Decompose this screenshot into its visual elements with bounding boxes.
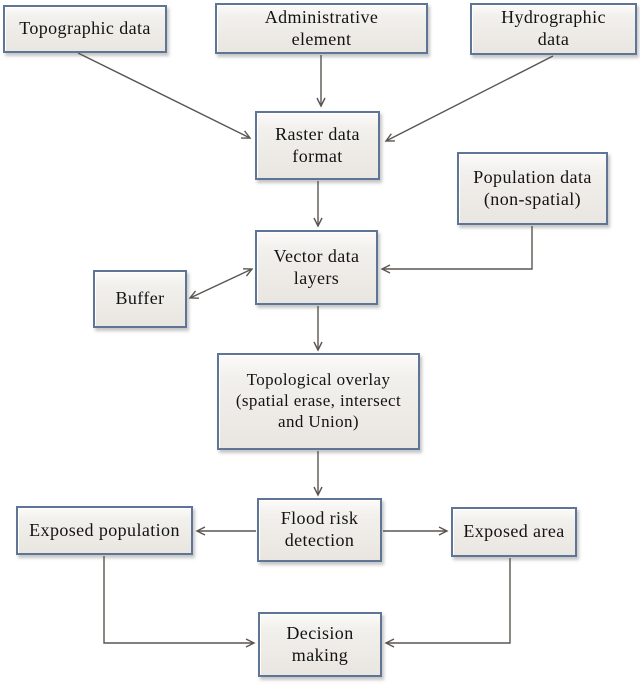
node-topological-overlay: Topological overlay (spatial erase, inte… (217, 353, 420, 450)
edge-hydrographic-to-raster (384, 55, 554, 142)
node-flood-risk-detection: Flood risk detection (257, 498, 382, 562)
edge-population-to-vector (380, 226, 533, 274)
node-exposed-area: Exposed area (451, 507, 577, 557)
edge-exposed-area-to-decision (384, 558, 511, 648)
node-buffer: Buffer (93, 270, 187, 328)
node-decision-making: Decision making (258, 612, 382, 677)
node-raster-data-format: Raster data format (255, 111, 380, 180)
node-vector-data-layers: Vector data layers (255, 230, 378, 305)
edge-topographic-to-raster (77, 52, 252, 139)
node-population-data: Population data (non-spatial) (457, 152, 608, 225)
edge-exposed-population-to-decision (103, 556, 256, 648)
node-exposed-population: Exposed population (16, 506, 193, 555)
edge-buffer-vector-double-arrow (188, 268, 254, 299)
node-administrative-element: Administrative element (215, 3, 428, 54)
node-topographic-data: Topographic data (3, 5, 167, 53)
node-hydrographic-data: Hydrographic data (470, 3, 637, 55)
